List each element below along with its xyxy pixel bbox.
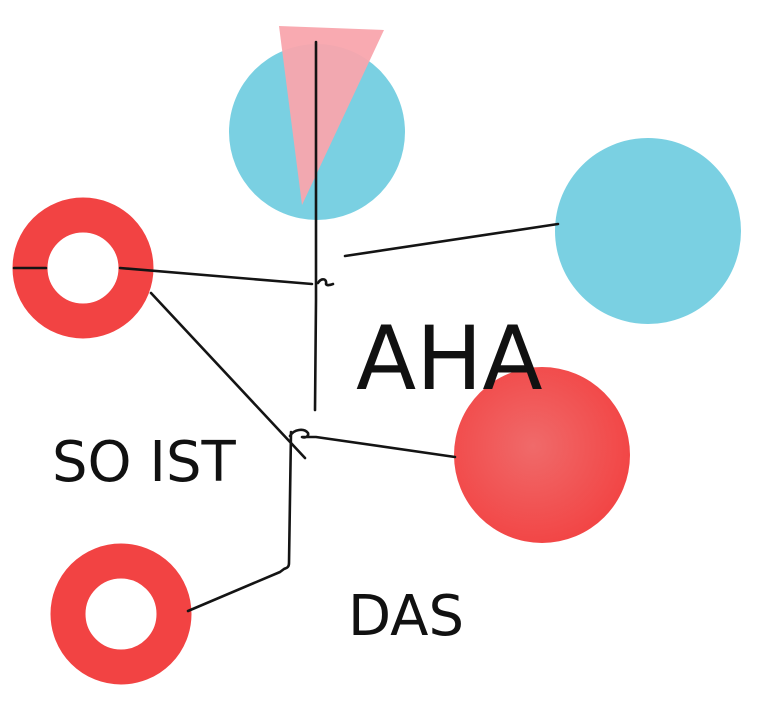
junction-to-ring-bottom-line — [186, 430, 293, 613]
ring-left-to-stem-line — [118, 266, 314, 286]
small-curl-upper — [316, 278, 335, 287]
word-aha: AHA — [356, 307, 543, 410]
blue-circle-right — [555, 138, 741, 324]
red-circle-filled — [454, 367, 630, 543]
junction-to-red-filled-line — [288, 428, 457, 459]
pink-pennant — [279, 26, 384, 205]
word-das: DAS — [348, 584, 464, 649]
ring-left-to-junction-line — [149, 291, 307, 460]
word-so-ist: SO IST — [52, 430, 236, 495]
vertical-stem-line — [313, 40, 318, 412]
red-ring-bottom — [50, 543, 192, 685]
line-to-blue-right — [343, 222, 560, 258]
